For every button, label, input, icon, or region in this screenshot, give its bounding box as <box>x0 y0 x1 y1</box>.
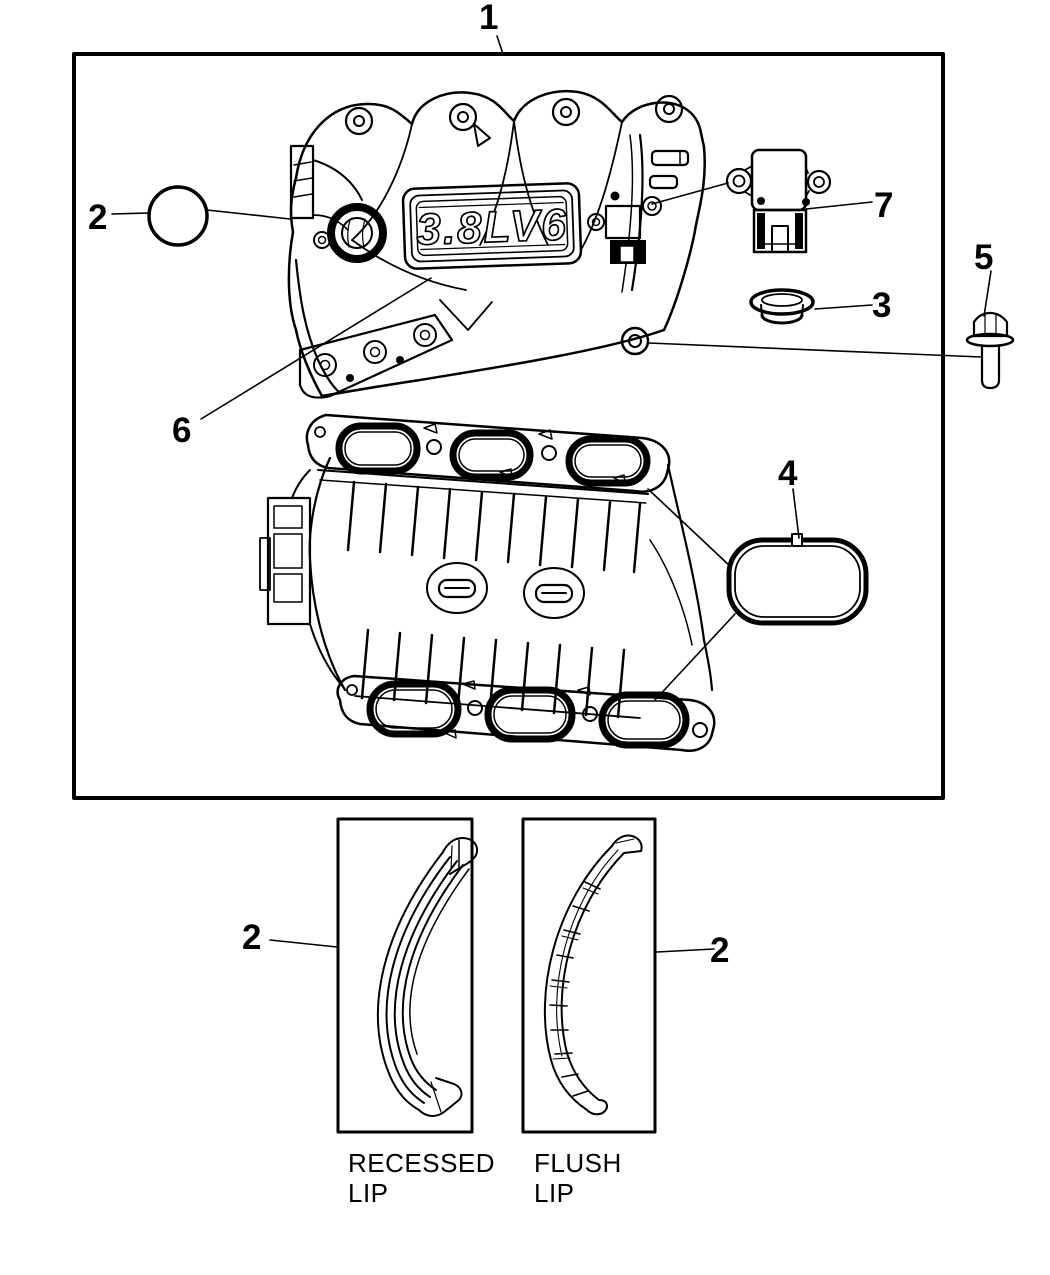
flush-lip-seal <box>543 834 643 1116</box>
callout-2-throttle-seal: 2 <box>88 198 108 237</box>
callout-2-flush-seal: 2 <box>710 931 730 970</box>
lower-intake-manifold <box>259 413 716 752</box>
recessed-lip-box <box>336 817 474 1134</box>
callout-5-mounting-bolt: 5 <box>974 238 994 277</box>
upper-intake-manifold: 3.8LV6 <box>287 89 706 399</box>
callout-4-plenum-oring: 4 <box>778 454 798 493</box>
callout-6-upper-manifold: 6 <box>172 411 192 450</box>
callout-3-vacuum-cap: 3 <box>872 286 892 325</box>
main-diagram-box <box>72 52 945 800</box>
flush-lip-caption: FLUSH LIP <box>534 1148 622 1208</box>
throttle-seal-part <box>147 185 209 247</box>
map-sensor-part <box>725 148 832 254</box>
callout-1-assembly: 1 <box>479 0 499 37</box>
engine-badge-text: 3.8LV6 <box>416 200 569 254</box>
vacuum-cap-part <box>749 288 815 325</box>
flush-lip-box <box>521 817 657 1134</box>
recessed-lip-seal <box>377 837 479 1117</box>
mounting-bolt-part <box>965 311 1015 390</box>
plenum-oring-part <box>726 533 869 626</box>
recessed-lip-caption: RECESSED LIP <box>348 1148 496 1208</box>
callout-7-map-sensor: 7 <box>874 186 894 225</box>
leader-lines <box>111 35 992 953</box>
callout-2-recessed-seal: 2 <box>242 918 262 957</box>
